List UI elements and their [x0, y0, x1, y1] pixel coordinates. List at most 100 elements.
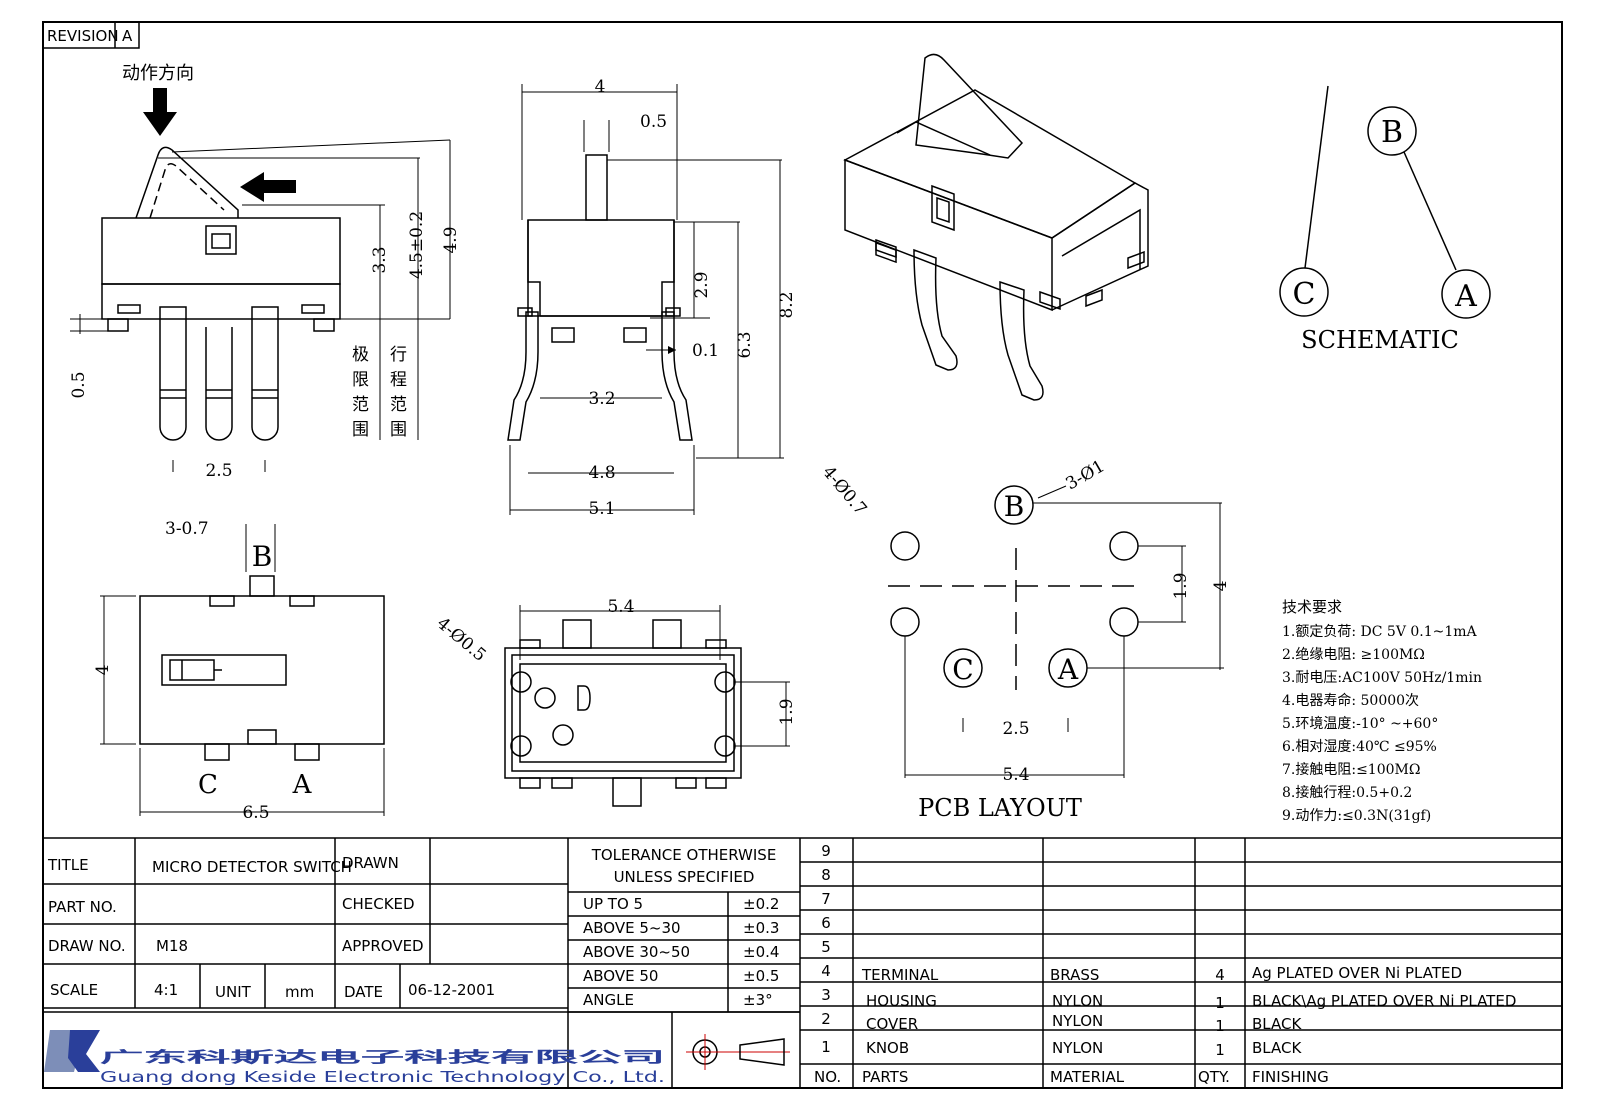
- tolerance-header-1: TOLERANCE OTHERWISE: [591, 846, 777, 864]
- company-logo: [44, 1030, 100, 1072]
- tolerance-value: ±0.5: [743, 967, 779, 985]
- svg-text:范: 范: [352, 395, 369, 415]
- dim-0-5-side: 0.5: [69, 371, 89, 398]
- technical-requirements: 技术要求 1.额定负荷: DC 5V 0.1~1mA 2.绝缘电阻: ≥100M…: [1282, 598, 1482, 824]
- pcb-layout-label: PCB LAYOUT: [918, 794, 1082, 822]
- bom-finishing: BLACK: [1252, 1015, 1302, 1033]
- pcb-dim-4: 4: [1211, 581, 1231, 592]
- dim-4-5: 4.5±0.2: [407, 211, 427, 279]
- bom-no: 6: [821, 914, 831, 932]
- tolerance-range: ANGLE: [583, 991, 634, 1009]
- drawn-label: DRAWN: [342, 854, 399, 872]
- pcb-b: B: [1004, 490, 1025, 523]
- bom-qty: 1: [1215, 1017, 1225, 1035]
- iso-front-face: [844, 158, 1053, 312]
- svg-text:极: 极: [352, 345, 369, 365]
- tech-req-item: 7.接触电阻:≤100MΩ: [1282, 761, 1420, 778]
- left-arrow-icon: [240, 172, 296, 202]
- pcb-dim-5-4: 5.4: [1002, 765, 1029, 785]
- bom-part: COVER: [866, 1015, 918, 1033]
- svg-text:行: 行: [390, 345, 407, 365]
- top-slot: [161, 654, 287, 686]
- bom-finishing: BLACK: [1252, 1039, 1302, 1057]
- draw-no-label: DRAW NO.: [48, 937, 126, 955]
- bom-finishing: BLACK\Ag PLATED OVER Ni PLATED: [1252, 992, 1516, 1010]
- dim-3-2: 3.2: [588, 389, 615, 409]
- dim-4-top: 4: [93, 665, 113, 676]
- terminal-a-circle: [1441, 269, 1491, 319]
- checked-label: CHECKED: [342, 895, 415, 913]
- unit-value: mm: [285, 983, 314, 1001]
- down-arrow-icon: [143, 88, 177, 136]
- bom-header-parts: PARTS: [862, 1068, 908, 1086]
- dim-2-5-side: 2.5: [205, 461, 232, 481]
- tech-req-item: 5.环境温度:-10° ~+60°: [1282, 716, 1438, 732]
- svg-text:程: 程: [390, 370, 407, 390]
- bom-header-finishing: FINISHING: [1252, 1068, 1329, 1086]
- tolerance-value: ±0.2: [743, 895, 779, 913]
- bom-header-no: NO.: [814, 1068, 841, 1086]
- iso-top-face: [843, 89, 1137, 239]
- title-block: TITLE MICRO DETECTOR SWITCH PART NO. DRA…: [43, 837, 1562, 1088]
- bom-material: NYLON: [1052, 1012, 1103, 1030]
- unit-label: UNIT: [215, 983, 252, 1001]
- dim-0-5-front: 0.5: [640, 112, 667, 132]
- title-value: MICRO DETECTOR SWITCH: [152, 858, 352, 876]
- terminal-c-circle: [1279, 267, 1329, 317]
- schematic-label: SCHEMATIC: [1301, 326, 1459, 354]
- bom-qty: 1: [1215, 1041, 1225, 1059]
- scale-value: 4:1: [154, 981, 178, 999]
- tech-req-item: 9.动作力:≤0.3N(31gf): [1282, 808, 1431, 824]
- terminal-pins: [159, 306, 279, 441]
- top-c: C: [198, 770, 218, 800]
- side-view: 动作方向 3.3 4.5±0.: [69, 63, 461, 481]
- knob-outline: [135, 146, 239, 219]
- dim-0-1: 0.1: [692, 341, 719, 361]
- top-b: B: [252, 540, 273, 573]
- bom-no: 5: [821, 938, 831, 956]
- bom-no: 9: [821, 842, 831, 860]
- date-value: 06-12-2001: [408, 981, 495, 999]
- dim-8-2: 8.2: [777, 291, 797, 318]
- schematic: B C A SCHEMATIC: [1279, 85, 1491, 354]
- revision-box: REVISION A: [42, 21, 140, 49]
- bom-material: NYLON: [1052, 992, 1103, 1010]
- tech-req-item: 4.电器寿命: 50000次: [1282, 692, 1419, 709]
- bom-qty: 1: [1215, 994, 1225, 1012]
- schematic-a: A: [1454, 279, 1477, 314]
- approved-label: APPROVED: [342, 937, 424, 955]
- pcb-holes4-label: 4-Ø0.7: [818, 462, 870, 519]
- left-lead: [507, 311, 539, 441]
- dim-4-8: 4.8: [588, 463, 615, 483]
- tolerance-range: ABOVE 50: [583, 967, 658, 985]
- tech-req-title: 技术要求: [1282, 598, 1342, 616]
- bom-part: HOUSING: [866, 992, 937, 1010]
- housing-outline: [101, 217, 341, 285]
- tolerance-value: ±0.4: [743, 943, 779, 961]
- tolerance-range: ABOVE 5~30: [583, 919, 681, 937]
- dim-1-9-bottom: 1.9: [777, 698, 797, 725]
- revision-value: A: [122, 27, 133, 45]
- bom-no: 3: [821, 986, 831, 1004]
- bom-part: TERMINAL: [861, 966, 939, 984]
- dim-6-5: 6.5: [242, 803, 269, 823]
- bom-header-material: MATERIAL: [1050, 1068, 1125, 1086]
- bom-no: 4: [821, 962, 831, 980]
- tolerance-value: ±0.3: [743, 919, 779, 937]
- company-name-cn: 广东科斯达电子科技有限公司: [100, 1048, 665, 1066]
- pcb-holes3-label: 3-Ø1: [1063, 456, 1109, 494]
- bom-no: 7: [821, 890, 831, 908]
- top-holes-label: 3-0.7: [165, 519, 209, 539]
- tolerance-range: ABOVE 30~50: [583, 943, 690, 961]
- svg-text:围: 围: [352, 420, 369, 440]
- dim-4-front: 4: [595, 77, 606, 97]
- travel-range-label: 行 程 范 围: [390, 345, 407, 440]
- iso-knob: [915, 53, 1024, 159]
- bom-material: BRASS: [1050, 966, 1099, 984]
- tech-req-item: 3.耐电压:AC100V 50Hz/1min: [1282, 670, 1482, 686]
- bom-finishing: Ag PLATED OVER Ni PLATED: [1252, 964, 1462, 982]
- pcb-hole-c: [943, 648, 983, 688]
- tech-req-item: 8.接触行程:0.5+0.2: [1282, 784, 1412, 801]
